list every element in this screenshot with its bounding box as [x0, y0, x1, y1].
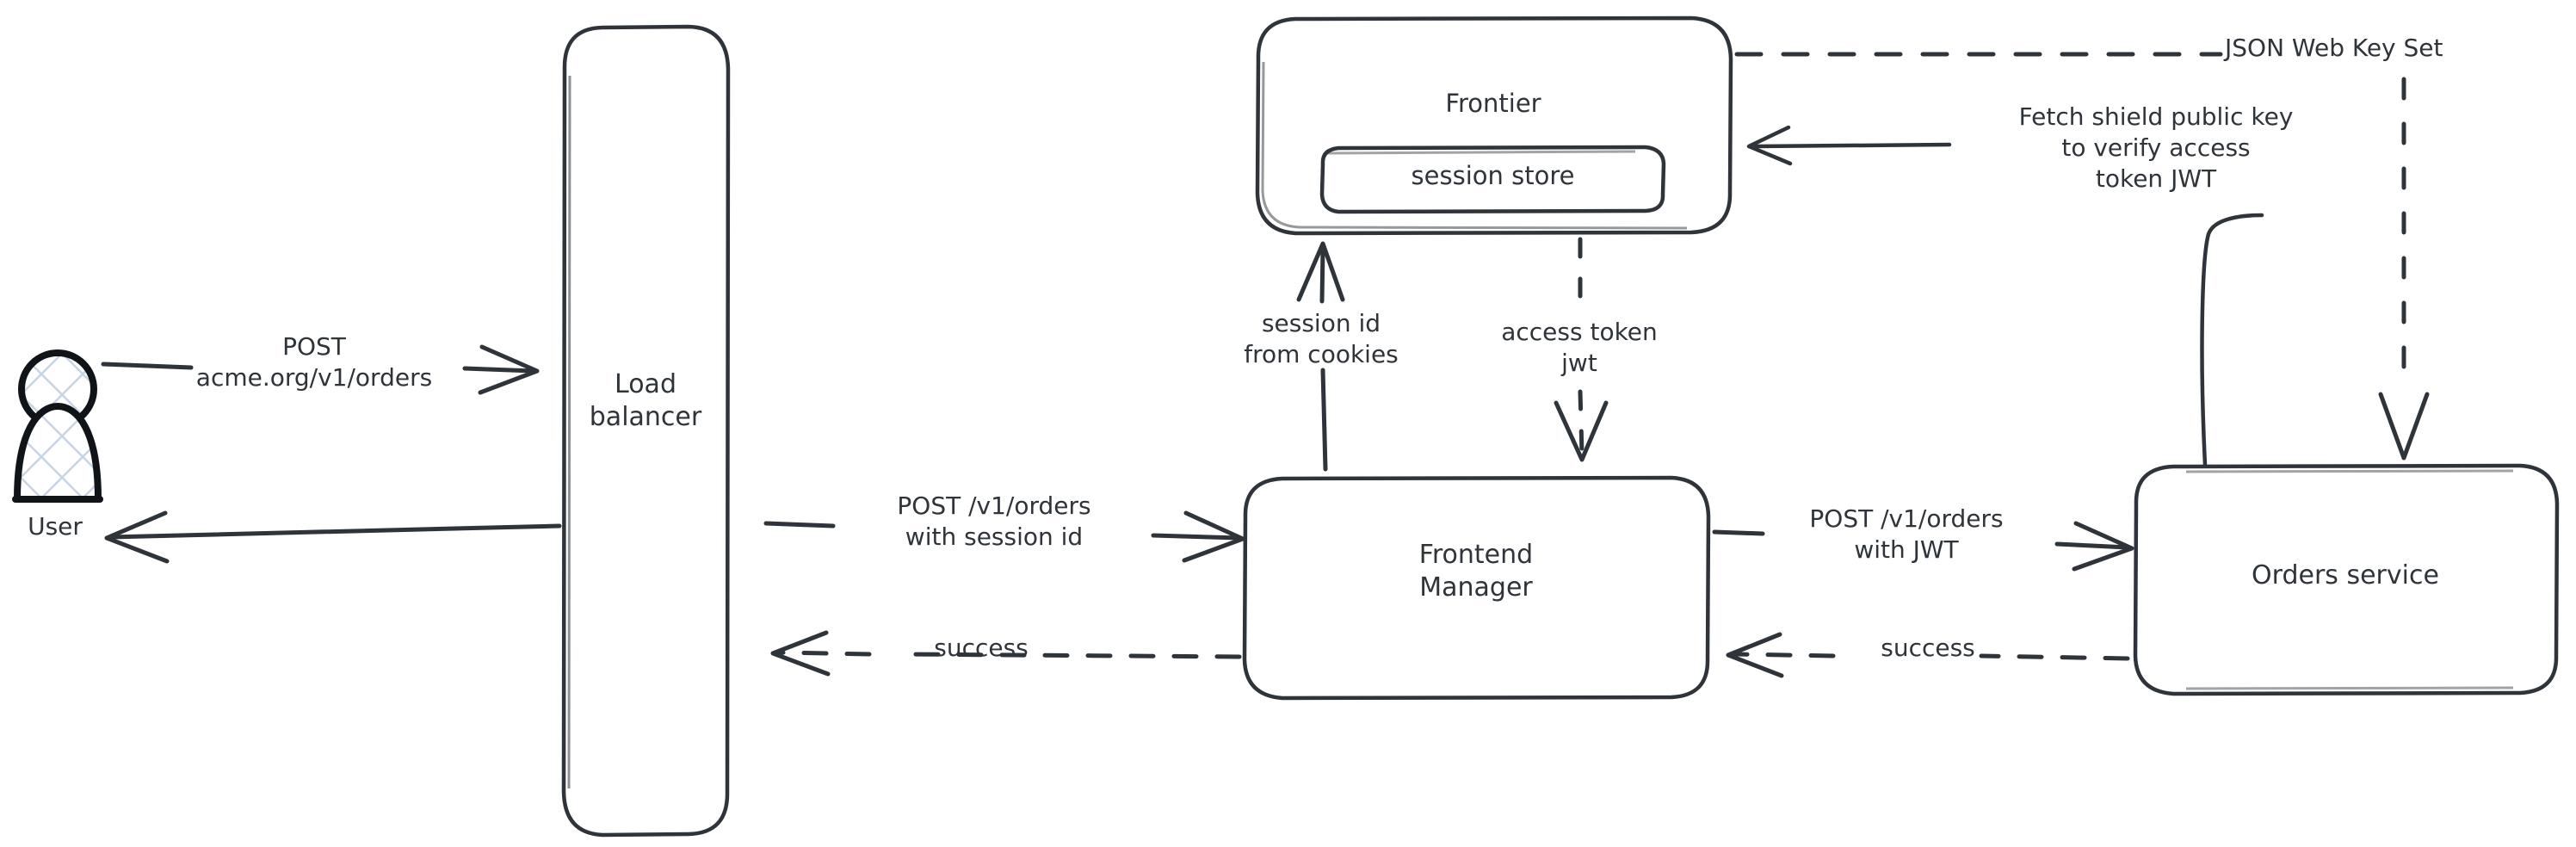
frontend-manager-node[interactable] [1242, 475, 1711, 701]
edge-fm-to-frontier [1296, 241, 1345, 472]
edge-orders-to-frontier [1746, 125, 2264, 467]
edge-lb-to-user [104, 510, 562, 564]
edge-user-to-lb [101, 344, 540, 395]
edge-frontier-to-orders-jwks [1734, 52, 2430, 461]
orders-service-node[interactable] [2133, 463, 2560, 696]
session-store-node[interactable] [1319, 145, 1666, 214]
edge-orders-to-fm-success [1726, 632, 2130, 678]
edge-fm-to-orders [1712, 521, 2134, 572]
user-icon [12, 349, 103, 503]
edge-frontier-to-fm [1554, 237, 1609, 462]
edge-fm-to-lb-success [770, 630, 1242, 677]
load-balancer-node[interactable] [561, 24, 731, 838]
edge-lb-to-fm [763, 510, 1245, 563]
